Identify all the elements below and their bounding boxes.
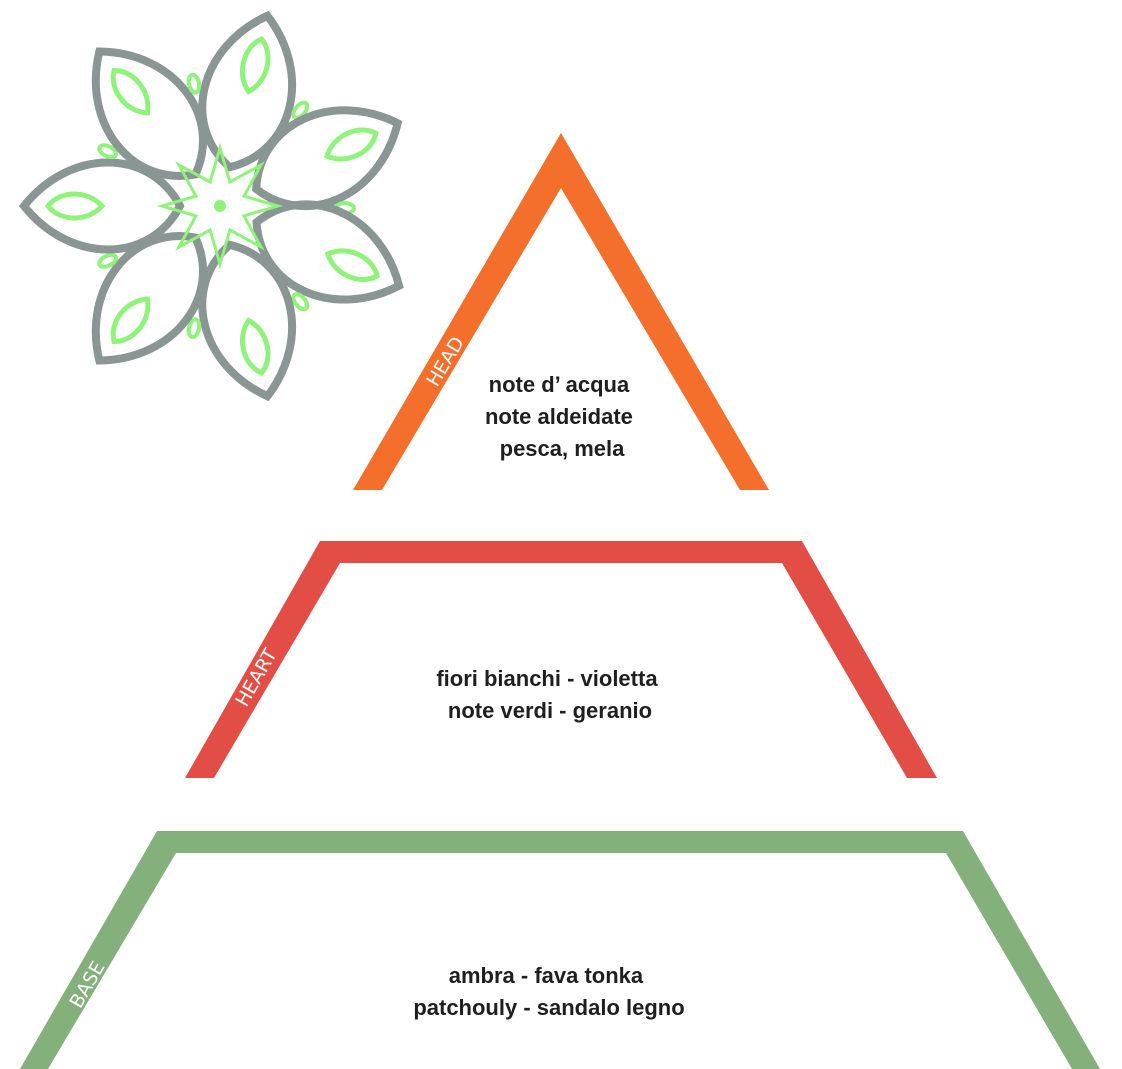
head-notes: note d’ acqua note aldeidate pesca, mela bbox=[485, 372, 639, 461]
flower-dot bbox=[186, 72, 202, 95]
flower-leaf bbox=[239, 36, 271, 95]
base-note-line: ambra - fava tonka bbox=[449, 963, 644, 988]
head-note-line: note aldeidate bbox=[485, 404, 633, 429]
flower-dot bbox=[291, 100, 310, 120]
flower-leaf bbox=[323, 127, 379, 162]
base-note-line: patchouly - sandalo legno bbox=[413, 995, 684, 1020]
flower-dot bbox=[97, 252, 119, 269]
head-tier-shape bbox=[353, 133, 769, 490]
heart-note-line: fiori bianchi - violetta bbox=[436, 666, 658, 691]
heart-tier: HEART fiori bianchi - violetta note verd… bbox=[185, 541, 937, 778]
heart-notes: fiori bianchi - violetta note verdi - ge… bbox=[436, 666, 663, 723]
base-notes: ambra - fava tonka patchouly - sandalo l… bbox=[413, 963, 684, 1020]
flower-dot bbox=[186, 317, 202, 340]
flower-dot bbox=[97, 143, 119, 160]
base-tier-shape bbox=[20, 831, 1100, 1069]
flower-center bbox=[214, 200, 226, 212]
flower-leaf bbox=[110, 296, 151, 345]
heart-tier-shape bbox=[185, 541, 937, 778]
flower-mandala-icon bbox=[18, 10, 404, 402]
head-note-line: pesca, mela bbox=[500, 436, 626, 461]
flower-leaf bbox=[324, 248, 380, 282]
head-note-line: note d’ acqua bbox=[489, 372, 630, 397]
heart-note-line: note verdi - geranio bbox=[448, 698, 652, 723]
head-tier: HEAD note d’ acqua note aldeidate pesca,… bbox=[353, 133, 769, 490]
flower-petal bbox=[91, 47, 207, 180]
flower-leaf bbox=[239, 317, 271, 376]
base-tier: BASE ambra - fava tonka patchouly - sand… bbox=[20, 831, 1100, 1069]
flower-leaf bbox=[44, 191, 106, 221]
flower-star bbox=[156, 142, 284, 270]
flower-dot bbox=[291, 292, 310, 312]
flower-leaf bbox=[110, 67, 151, 116]
